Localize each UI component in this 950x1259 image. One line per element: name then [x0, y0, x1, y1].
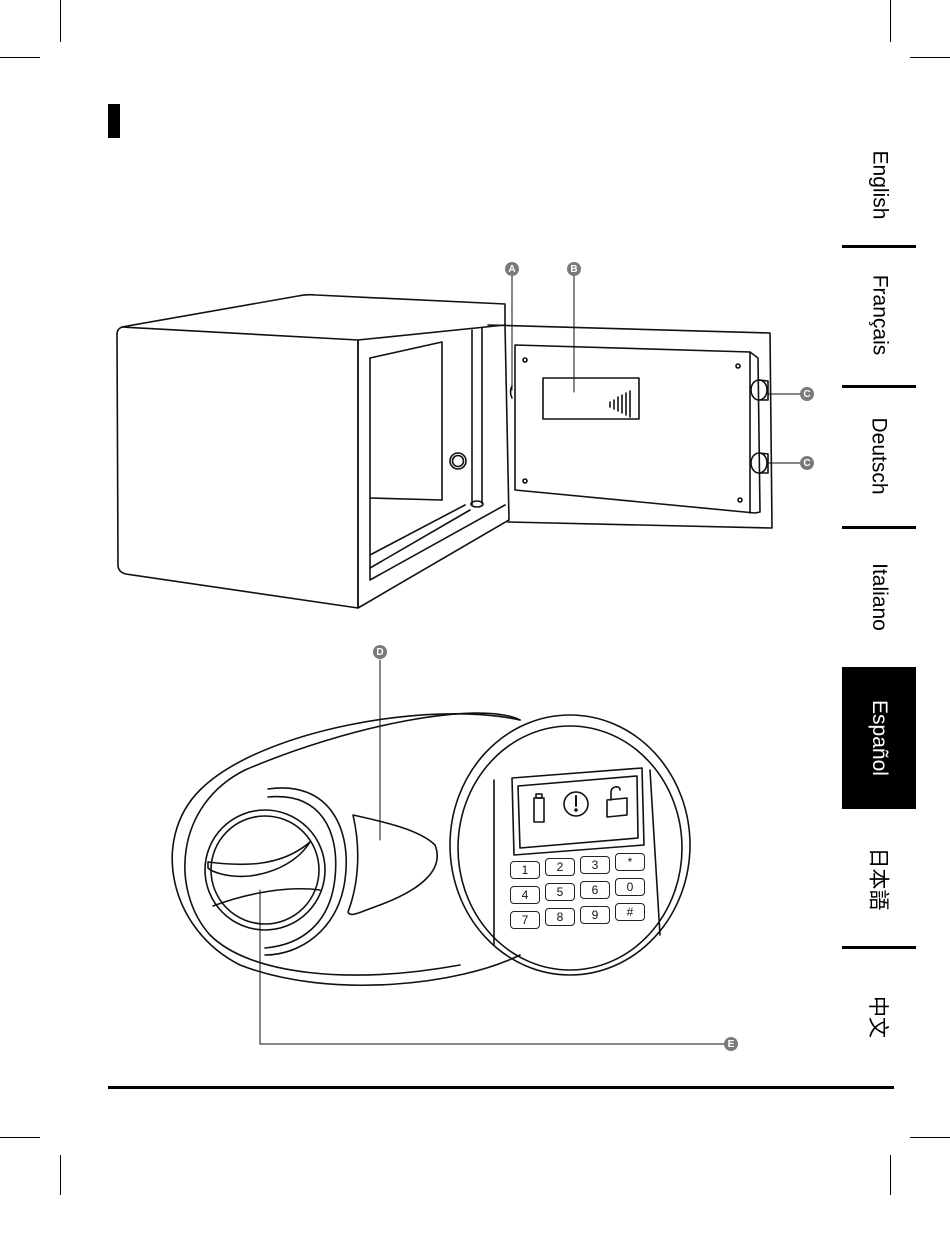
callout-d: D [373, 645, 387, 659]
lang-tab-espanol[interactable]: Español [842, 667, 916, 809]
lang-tab-label: 日本語 [864, 848, 894, 911]
tab-divider [842, 946, 916, 949]
keypad-key: 7 [510, 911, 540, 929]
keypad-key: 9 [580, 906, 610, 924]
tab-divider [842, 526, 916, 529]
lang-tab-chinese[interactable]: 中文 [842, 952, 916, 1082]
callout-b: B [567, 262, 581, 276]
lang-tab-label: Italiano [867, 563, 891, 631]
lang-tab-italiano[interactable]: Italiano [842, 531, 916, 663]
tab-divider [842, 385, 916, 388]
bottom-rule [108, 1086, 894, 1089]
lang-tab-deutsch[interactable]: Deutsch [842, 390, 916, 522]
callout-c: C [800, 456, 814, 470]
lang-tab-label: Deutsch [867, 417, 891, 494]
safe-door [488, 325, 772, 528]
lang-tab-label: Français [867, 275, 891, 356]
lang-tab-label: English [867, 151, 891, 220]
lang-tab-english[interactable]: English [842, 130, 916, 240]
lang-tab-label: 中文 [864, 996, 894, 1038]
keypad-key: 2 [545, 858, 575, 876]
keypad-key: 5 [545, 883, 575, 901]
keypad-key: 4 [510, 886, 540, 904]
keypad-key: 0 [615, 878, 645, 896]
handle-ring [265, 788, 346, 955]
lang-tab-label: Español [867, 700, 891, 776]
keypad-key: 3 [580, 856, 610, 874]
callout-e: E [724, 1037, 738, 1051]
callout-a: A [505, 262, 519, 276]
tab-divider [842, 245, 916, 248]
lang-tab-japanese[interactable]: 日本語 [842, 815, 916, 943]
keypad-key: # [615, 903, 645, 921]
keypad-key: 1 [510, 861, 540, 879]
keypad-key: * [615, 853, 645, 871]
safe-body [122, 295, 505, 327]
lang-tab-francais[interactable]: Français [842, 250, 916, 380]
unlocked-padlock-icon [607, 798, 627, 817]
keypad-key: 8 [545, 908, 575, 926]
battery-icon [534, 798, 544, 822]
keypad-key: 6 [580, 881, 610, 899]
callout-c: C [800, 387, 814, 401]
